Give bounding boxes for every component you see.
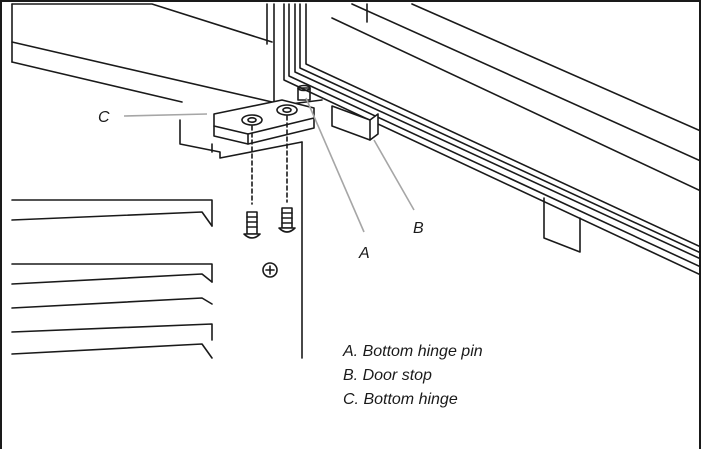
leader-line-c xyxy=(123,113,208,117)
screw-hole xyxy=(262,262,278,278)
door-frame xyxy=(283,3,699,276)
leader-line-b xyxy=(373,139,415,211)
cabinet-interior xyxy=(11,3,368,107)
legend: A. Bottom hinge pin B. Door stop C. Bott… xyxy=(343,340,483,412)
legend-item-b: B. Door stop xyxy=(343,367,432,384)
callout-c: C xyxy=(98,109,110,126)
callout-a: A xyxy=(359,245,370,262)
cabinet-side-panel xyxy=(179,119,303,359)
door-hinge-flap xyxy=(543,197,581,253)
leader-line-a xyxy=(305,97,365,233)
door-stop xyxy=(331,105,379,141)
hinge-screws xyxy=(243,115,296,239)
bottom-hinge xyxy=(213,99,315,145)
legend-item-c: C. Bottom hinge xyxy=(343,391,458,408)
vent-louvers xyxy=(11,199,213,359)
legend-item-a: A. Bottom hinge pin xyxy=(343,343,483,360)
callout-b: B xyxy=(413,220,424,237)
